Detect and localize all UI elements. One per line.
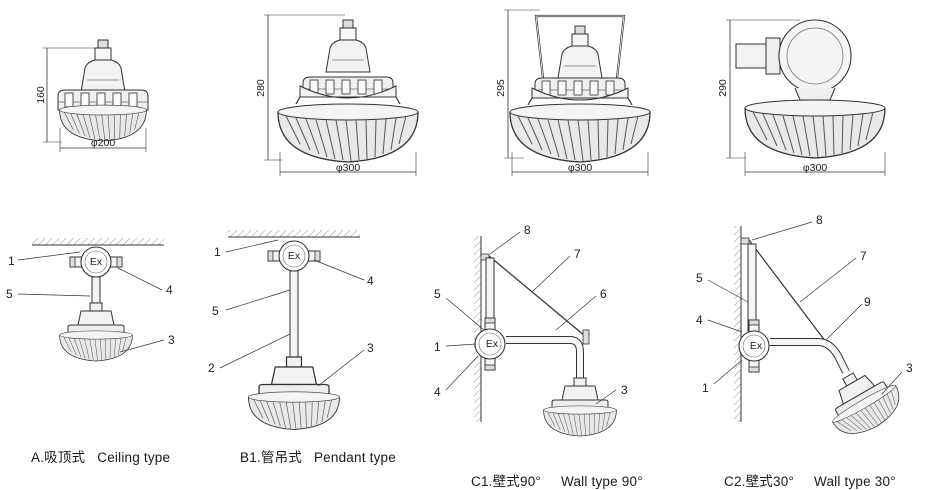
diagram-b1-pendant: Ex 1 5 2 4 3 (208, 230, 374, 430)
ex-mark-c1: Ex (486, 338, 499, 350)
callout-c2-5: 5 (696, 271, 703, 285)
callout-a-4: 4 (166, 283, 173, 297)
callout-b1-1: 1 (214, 245, 221, 259)
fixture-a-elevation: 160 φ200 (35, 39, 149, 152)
caption-b1-en: Pendant type (313, 450, 396, 465)
height-label-c2: 290 (717, 79, 729, 97)
callout-c2-1: 1 (702, 381, 709, 395)
ex-mark-c2: Ex (750, 340, 763, 352)
caption-wall-type-30: C2.壁式30° Wall type 30° (724, 470, 896, 490)
callout-c1-3: 3 (621, 383, 628, 397)
callout-c1-7: 7 (574, 247, 581, 261)
callout-b1-4: 4 (367, 274, 374, 288)
callout-c1-1: 1 (434, 340, 441, 354)
width-label-b1: φ300 (336, 162, 360, 174)
caption-wall-type-90: C1.壁式90° Wall type 90° (471, 470, 643, 490)
height-label-b1: 280 (255, 79, 267, 97)
callout-c1-6: 6 (600, 287, 607, 301)
callout-a-3: 3 (168, 333, 175, 347)
caption-b1-cn: B1.管吊式 (240, 450, 302, 465)
callout-c2-4: 4 (696, 313, 703, 327)
callout-b1-2: 2 (208, 361, 215, 375)
diagram-a-ceiling: Ex 1 5 4 3 (6, 238, 175, 361)
callout-a-5: 5 (6, 287, 13, 301)
callout-b1-3: 3 (367, 341, 374, 355)
width-label-c2: φ300 (803, 162, 827, 174)
height-label-a: 160 (35, 86, 47, 104)
caption-ceiling-type: A.吸顶式 Ceiling type (31, 446, 170, 466)
callout-c2-9: 9 (864, 295, 871, 309)
ex-mark-b1: Ex (288, 250, 301, 262)
width-label-a: φ200 (91, 137, 115, 149)
callout-b1-5: 5 (212, 304, 219, 318)
fixture-b1-elevation: 280 φ300 (255, 14, 419, 176)
ex-mark-a: Ex (90, 256, 103, 268)
caption-pendant-type: B1.管吊式 Pendant type (240, 446, 396, 466)
caption-a-en: Ceiling type (97, 450, 171, 465)
callout-c1-4: 4 (434, 385, 441, 399)
caption-c1-cn: C1.壁式90° (471, 474, 542, 489)
callout-c1-8: 8 (524, 223, 531, 237)
callout-c2-7: 7 (860, 249, 867, 263)
diagram-c2-wall-30: Ex 8 7 9 5 4 1 3 (696, 213, 913, 444)
caption-c1-en: Wall type 90° (561, 474, 643, 489)
callout-c2-8: 8 (816, 213, 823, 227)
callout-a-1: 1 (8, 254, 15, 268)
callout-c1-5: 5 (434, 287, 441, 301)
fixture-c2-elevation: 290 φ300 (717, 19, 886, 176)
caption-c2-cn: C2.壁式30° (724, 474, 795, 489)
caption-a-cn: A.吸顶式 (31, 450, 86, 465)
height-label-c1: 295 (495, 79, 507, 97)
caption-c2-en: Wall type 30° (814, 474, 896, 489)
callout-c2-3: 3 (906, 361, 913, 375)
width-label-c1: φ300 (568, 162, 592, 174)
diagram-c1-wall-90: Ex 8 7 6 5 1 4 3 (434, 223, 628, 436)
fixture-c1-elevation: 295 φ300 (495, 9, 651, 176)
